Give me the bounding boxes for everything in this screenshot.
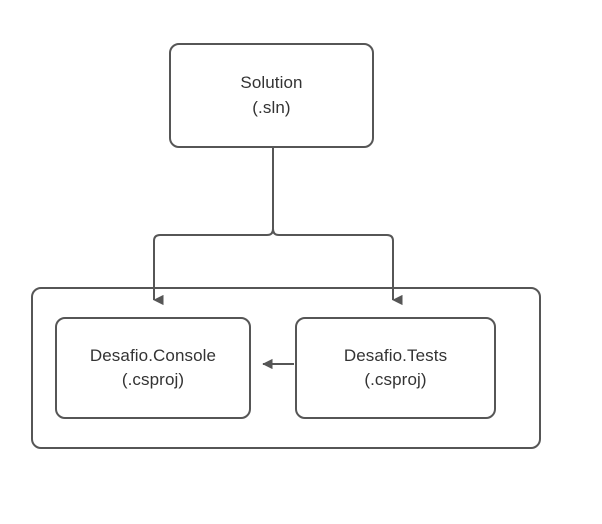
edge-solution-to-tests bbox=[272, 148, 403, 306]
node-desafio-tests[interactable]: Desafio.Tests (.csproj) bbox=[295, 317, 496, 419]
edge-solution-to-console bbox=[153, 148, 274, 306]
node-solution-label: Solution (.sln) bbox=[240, 73, 303, 117]
node-solution[interactable]: Solution (.sln) bbox=[169, 43, 374, 148]
node-desafio-console[interactable]: Desafio.Console (.csproj) bbox=[55, 317, 251, 419]
node-desafio-tests-label: Desafio.Tests (.csproj) bbox=[343, 345, 448, 389]
node-desafio-console-label: Desafio.Console (.csproj) bbox=[89, 345, 217, 389]
node-projects-group[interactable] bbox=[31, 287, 541, 449]
